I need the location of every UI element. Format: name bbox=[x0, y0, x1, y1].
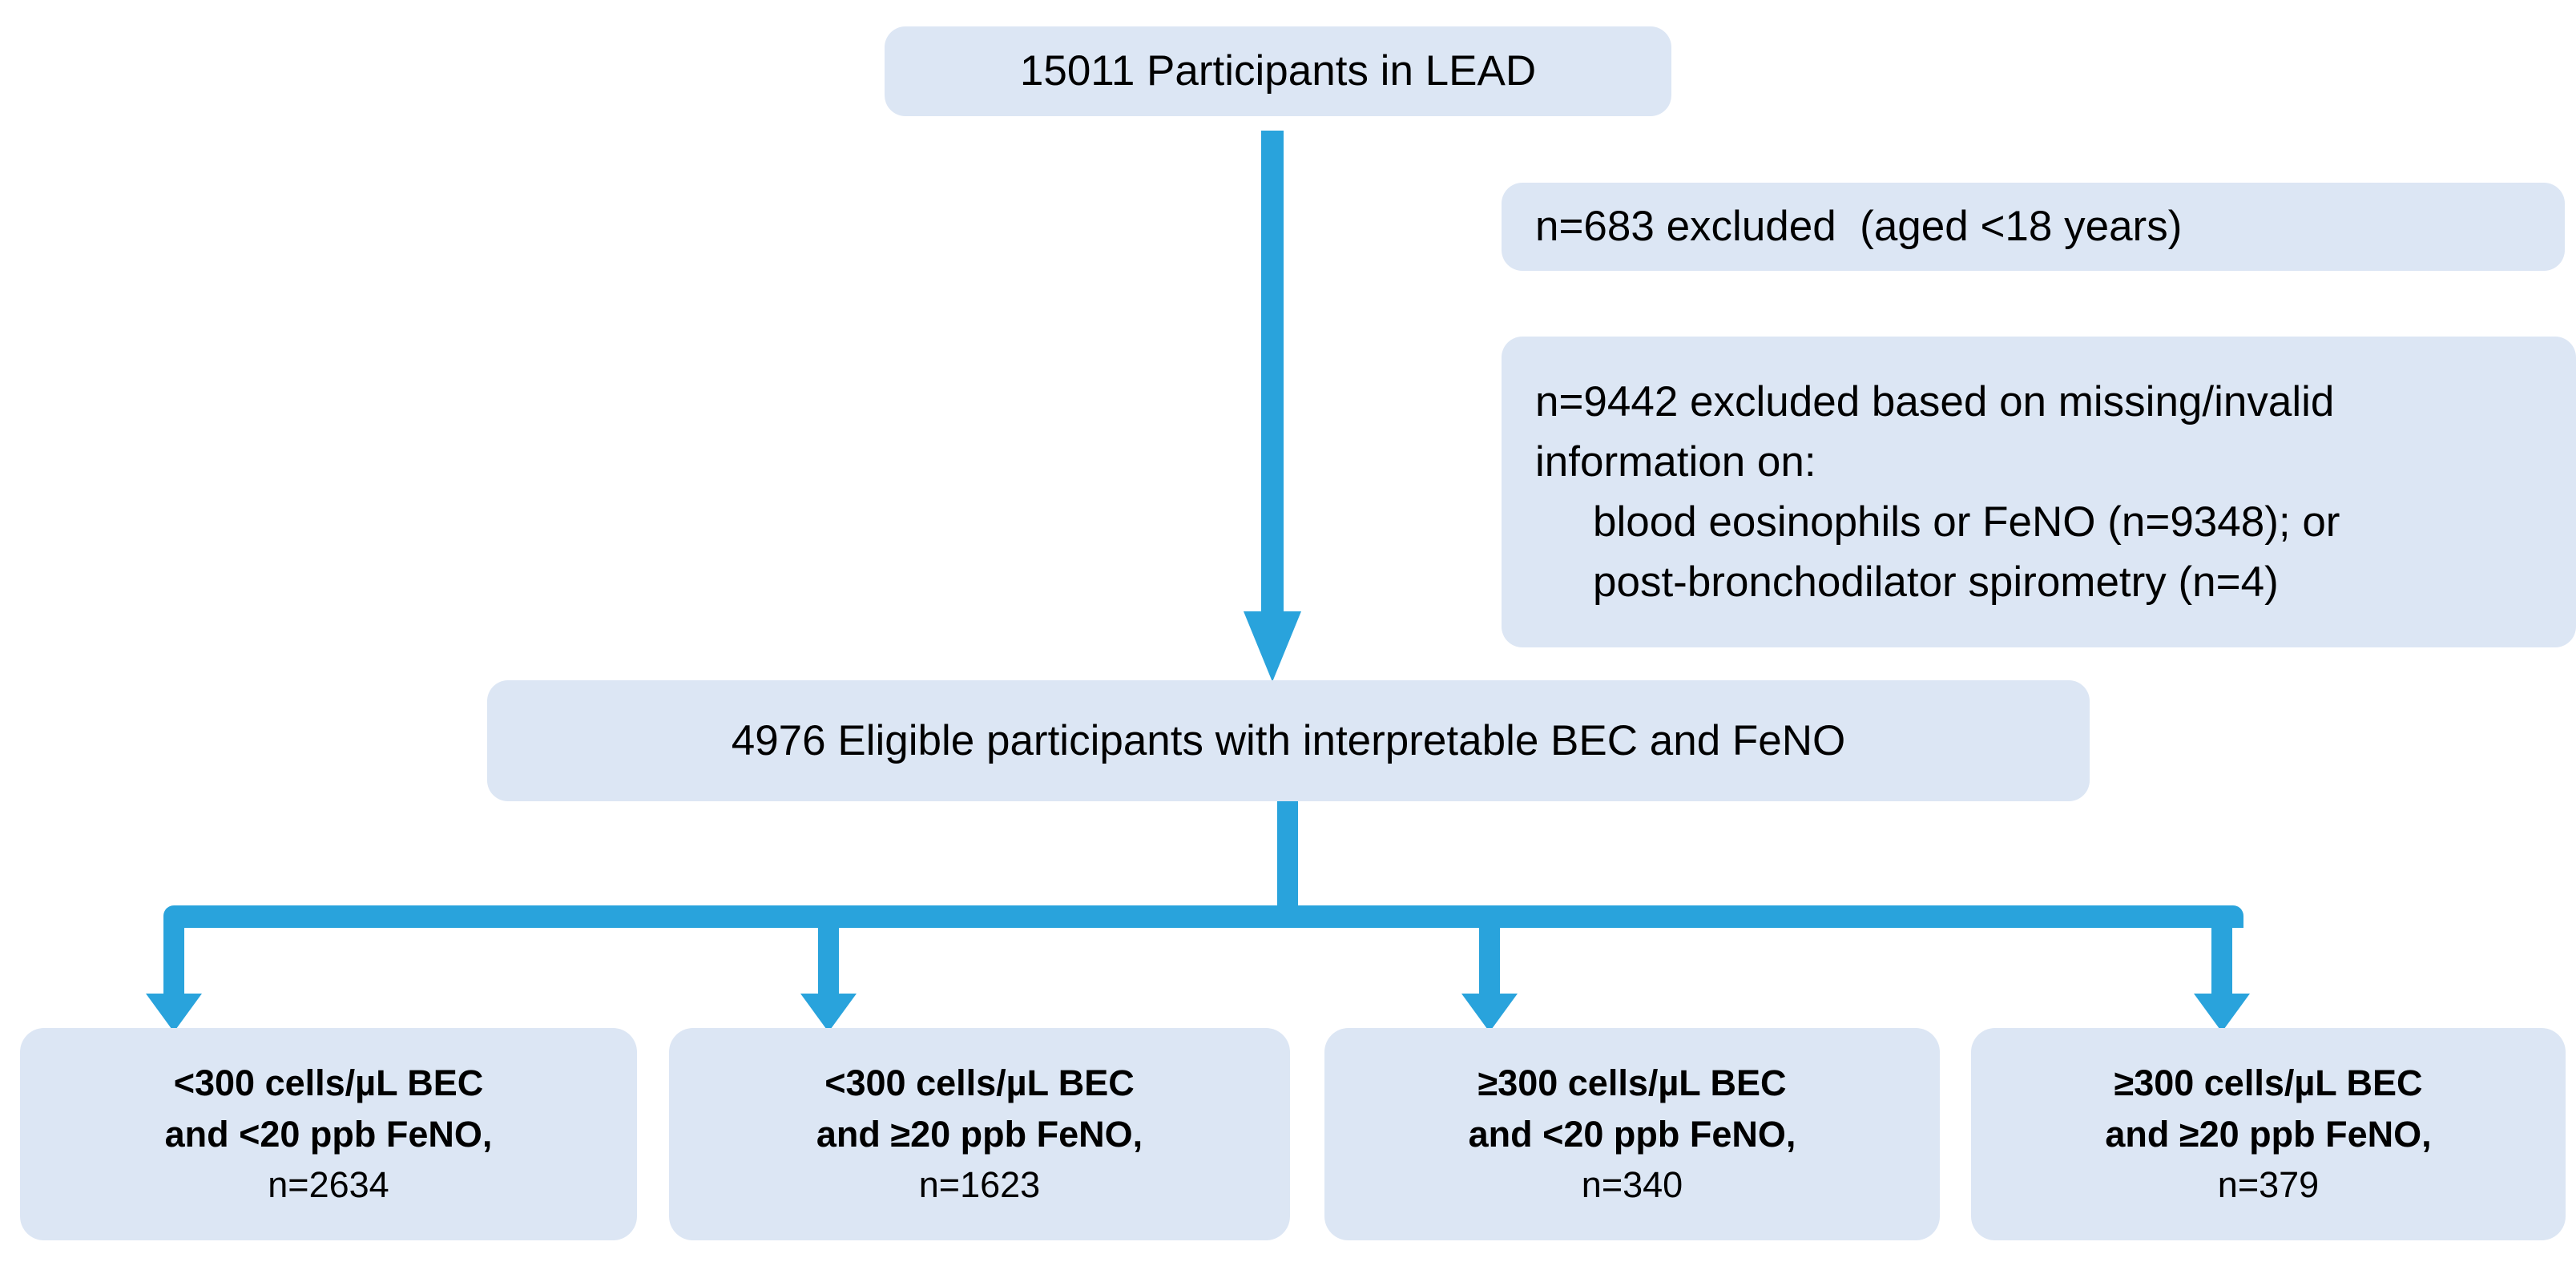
node-group-4-line2: and ≥20 ppb FeNO, bbox=[2105, 1113, 2432, 1155]
node-group-4-count: n=379 bbox=[2217, 1164, 2320, 1206]
node-eligible-participants-label: 4976 Eligible participants with interpre… bbox=[731, 716, 1846, 764]
node-group-high-bec-high-feno: ≥300 cells/µL BEC and ≥20 ppb FeNO, n=37… bbox=[1971, 1028, 2566, 1240]
node-group-1-line2: and <20 ppb FeNO, bbox=[164, 1113, 493, 1155]
node-exclusion-missing-data-line4: post-bronchodilator spirometry (n=4) bbox=[1593, 558, 2279, 607]
node-group-2-count: n=1623 bbox=[918, 1164, 1041, 1206]
node-group-2-line1: <300 cells/µL BEC bbox=[824, 1062, 1135, 1103]
node-group-low-bec-high-feno: <300 cells/µL BEC and ≥20 ppb FeNO, n=16… bbox=[669, 1028, 1290, 1240]
node-group-3-line2: and <20 ppb FeNO, bbox=[1468, 1113, 1796, 1155]
node-group-low-bec-low-feno: <300 cells/µL BEC and <20 ppb FeNO, n=26… bbox=[20, 1028, 637, 1240]
node-exclusion-missing-data-line3: blood eosinophils or FeNO (n=9348); or bbox=[1593, 498, 2340, 546]
node-eligible-participants: 4976 Eligible participants with interpre… bbox=[487, 680, 2090, 801]
node-total-participants-label: 15011 Participants in LEAD bbox=[1019, 47, 1537, 95]
node-exclusion-missing-data-line1: n=9442 excluded based on missing/invalid bbox=[1535, 377, 2335, 425]
node-exclusion-age: n=683 excluded (aged <18 years) bbox=[1502, 183, 2565, 271]
node-group-4-line1: ≥300 cells/µL BEC bbox=[2114, 1062, 2423, 1103]
node-group-1-line1: <300 cells/µL BEC bbox=[173, 1062, 484, 1103]
connector-branch-tree bbox=[136, 801, 2268, 1034]
node-exclusion-missing-data: n=9442 excluded based on missing/invalid… bbox=[1502, 337, 2576, 647]
node-exclusion-age-label: n=683 excluded (aged <18 years) bbox=[1535, 203, 2183, 251]
node-group-1-count: n=2634 bbox=[268, 1164, 389, 1206]
node-group-2-line2: and ≥20 ppb FeNO, bbox=[816, 1113, 1143, 1155]
node-exclusion-missing-data-line2: information on: bbox=[1535, 437, 1816, 486]
node-group-high-bec-low-feno: ≥300 cells/µL BEC and <20 ppb FeNO, n=34… bbox=[1324, 1028, 1940, 1240]
connector-top-to-eligible bbox=[1240, 131, 1304, 683]
node-group-3-line1: ≥300 cells/µL BEC bbox=[1477, 1062, 1787, 1103]
node-group-3-count: n=340 bbox=[1581, 1164, 1683, 1206]
node-total-participants: 15011 Participants in LEAD bbox=[885, 26, 1671, 116]
